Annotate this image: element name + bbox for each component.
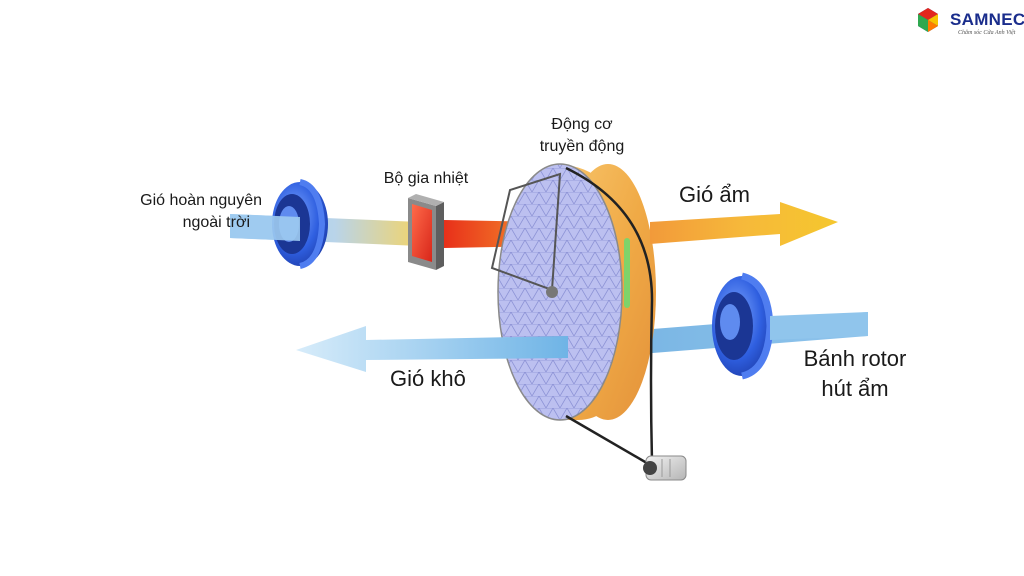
logo-name: SAMNEC	[950, 10, 1024, 29]
drive-belt	[565, 166, 654, 468]
rotor-label-line2: hút ẩm	[821, 376, 889, 401]
samnec-logo-mark	[918, 8, 938, 32]
motor-label-line2: truyền động	[539, 138, 625, 155]
blower-fan-icon	[712, 272, 774, 380]
rotor-label: Bánh rotor hút ẩm	[780, 344, 930, 404]
regen-air-inlet	[230, 214, 300, 241]
dry-air-arrow	[296, 326, 568, 372]
humid-air-arrow	[650, 202, 838, 246]
motor-icon	[643, 455, 687, 481]
samnec-logo: SAMNEC Chăm sóc Cửa Anh Việt	[914, 6, 1024, 46]
heater-label: Bộ gia nhiệt	[383, 170, 469, 187]
regen-air-label-line1: Gió hoàn nguyên	[140, 192, 262, 209]
logo-slogan: Chăm sóc Cửa Anh Việt	[958, 30, 1016, 36]
motor-label-line1: Động cơ	[551, 116, 613, 133]
rotor-label-line1: Bánh rotor	[803, 346, 907, 371]
motor-label: Động cơ truyền động	[522, 114, 642, 158]
regen-air-label: Gió hoàn nguyên ngoài trời	[92, 190, 262, 234]
regen-air-label-line2: ngoài trời	[182, 214, 250, 231]
dry-air-label: Gió khô	[390, 366, 466, 391]
process-air-inlet	[770, 312, 868, 340]
humid-air-label: Gió ẩm	[679, 182, 750, 207]
heater-icon	[408, 194, 444, 270]
rotor-wheel-icon	[490, 163, 656, 421]
